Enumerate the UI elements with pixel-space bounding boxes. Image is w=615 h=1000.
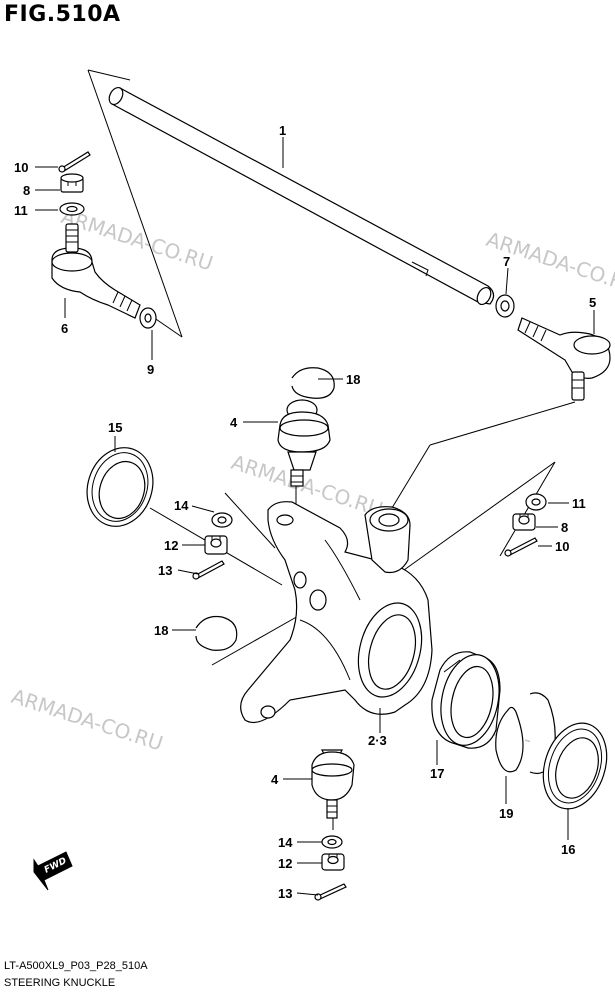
oil-seal-part-15 <box>86 447 154 527</box>
washer-hole-11-right <box>531 498 541 506</box>
callout-6: 6 <box>61 321 68 336</box>
cotter-pin-part-13-upper <box>192 560 225 580</box>
callout-10-right: 10 <box>555 539 569 554</box>
snap-ring-part-19 <box>495 706 524 773</box>
callout-14-lower: 14 <box>278 835 293 850</box>
ball-joint-part-4-lower <box>311 749 355 819</box>
oil-seal-part-16 <box>542 722 608 810</box>
cotter-pin-part-10-right <box>504 537 538 557</box>
lock-nut-part-7 <box>495 294 515 318</box>
tie-rod-end-left <box>51 223 141 319</box>
callout-8-left: 8 <box>23 183 30 198</box>
tie-rod <box>108 86 495 306</box>
callout-leaders <box>35 137 595 896</box>
bearing-part-17 <box>431 651 501 749</box>
steering-knuckle-part-2-3 <box>240 501 433 724</box>
callout-15: 15 <box>108 420 122 435</box>
callout-14-upper: 14 <box>174 498 189 513</box>
callout-18-upper: 18 <box>346 372 360 387</box>
nut-part-9 <box>139 307 157 329</box>
callout-10-left: 10 <box>14 160 28 175</box>
callout-4-upper: 4 <box>230 415 238 430</box>
drawing-code: LT-A500XL9_P03_P28_510A <box>4 960 148 972</box>
callout-13-lower: 13 <box>278 886 292 901</box>
callout-9: 9 <box>147 362 154 377</box>
tie-rod-end-right <box>517 317 611 401</box>
callout-7: 7 <box>503 254 510 269</box>
castle-nut-part-12-lower <box>321 853 345 871</box>
castle-nut-part-12-upper <box>204 535 228 555</box>
ball-joint-part-4-upper <box>277 399 331 487</box>
washer-hole-11-left <box>66 205 78 213</box>
callout-16: 16 <box>561 842 575 857</box>
callout-18-lower: 18 <box>154 623 168 638</box>
washer-hole-14-lower <box>327 838 337 846</box>
cotter-pin-part-10-left <box>58 151 91 173</box>
cotter-pin-part-13-lower <box>314 883 347 901</box>
watermark-4: ARMADA-CO.RU <box>8 684 166 756</box>
figure-title: FIG.510A <box>4 2 121 27</box>
callout-12-lower: 12 <box>278 856 292 871</box>
callout-12-upper: 12 <box>164 538 178 553</box>
callout-5: 5 <box>589 295 596 310</box>
washer-hole-14-upper <box>217 516 227 524</box>
callout-4-lower: 4 <box>271 772 279 787</box>
callout-1: 1 <box>279 123 286 138</box>
callout-17: 17 <box>430 766 444 781</box>
callout-19: 19 <box>499 806 513 821</box>
circlip-part-18-lower <box>195 615 238 651</box>
leader-lines <box>87 69 576 830</box>
callout-2-3: 2·3 <box>368 733 387 748</box>
callout-13-upper: 13 <box>158 563 172 578</box>
callout-11-left: 11 <box>14 203 28 218</box>
callout-11-right: 11 <box>572 496 586 511</box>
drawing-caption: STEERING KNUCKLE <box>4 977 116 989</box>
callout-8-right: 8 <box>561 520 568 535</box>
circlip-part-18-upper <box>291 367 335 399</box>
fwd-arrow-icon: FWD <box>33 851 73 891</box>
castle-nut-part-8-right <box>512 513 536 531</box>
castle-nut-part-8-left <box>60 173 84 193</box>
